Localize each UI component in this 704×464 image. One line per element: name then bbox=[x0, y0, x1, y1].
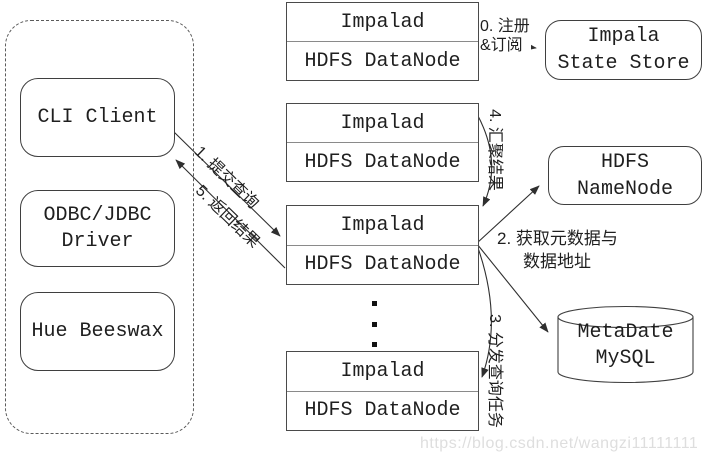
watermark: https://blog.csdn.net/wangzi11111111 bbox=[420, 435, 699, 452]
label-fetch-metadata: 2. 获取元数据与 数据地址 bbox=[497, 229, 618, 271]
hdfs-datanode-label: HDFS DataNode bbox=[304, 49, 461, 73]
cli-client-label: CLI Client bbox=[37, 105, 158, 129]
edge-return-result-arrow bbox=[175, 159, 286, 269]
hdfs-datanode-label: HDFS DataNode bbox=[304, 253, 461, 277]
cli-client-node: CLI Client bbox=[20, 78, 175, 157]
edge-to-namenode-arrow bbox=[476, 185, 540, 244]
hdfs-datanode-label: HDFS DataNode bbox=[304, 150, 461, 174]
edge-distribute-tasks-arrow bbox=[476, 244, 492, 378]
namenode-label-line1: HDFS bbox=[600, 150, 649, 174]
edge-to-mysql-arrow bbox=[476, 243, 549, 333]
impalad-label: Impalad bbox=[287, 3, 478, 42]
label-register-subscribe: 0. 注册 &订阅 bbox=[479, 17, 531, 55]
label-aggregate-result: 4. 汇聚结果 bbox=[486, 109, 503, 191]
database-cylinder-shape bbox=[557, 305, 694, 384]
impalad-pair-2: Impalad HDFS DataNode bbox=[286, 103, 479, 182]
hdfs-namenode-node: HDFS NameNode bbox=[548, 146, 702, 205]
impalad-pair-1: Impalad HDFS DataNode bbox=[286, 2, 479, 81]
state-store-label-line1: Impala bbox=[587, 25, 660, 48]
hdfs-datanode-label: HDFS DataNode bbox=[304, 399, 461, 423]
edge-aggregate-result-arrow bbox=[476, 113, 493, 207]
state-store-label-line2: State Store bbox=[557, 52, 690, 75]
impalad-pair-4: Impalad HDFS DataNode bbox=[286, 351, 479, 431]
odbc-jdbc-label-line2: Driver bbox=[61, 229, 134, 253]
impalad-pair-3: Impalad HDFS DataNode bbox=[286, 205, 479, 285]
vertical-ellipsis-dot bbox=[372, 301, 377, 306]
odbc-jdbc-driver-node: ODBC/JDBC Driver bbox=[20, 190, 175, 267]
impalad-label: Impalad bbox=[287, 352, 478, 392]
vertical-ellipsis-dot bbox=[372, 342, 377, 347]
label-distribute-tasks: 3. 分发查询任务 bbox=[486, 314, 503, 428]
vertical-ellipsis-dot bbox=[372, 322, 377, 327]
edge-submit-query-arrow bbox=[173, 131, 281, 237]
impala-state-store-node: Impala State Store bbox=[545, 20, 702, 80]
hue-beeswax-label: Hue Beeswax bbox=[31, 319, 164, 343]
metadate-mysql-node: MetaDate MySQL bbox=[558, 320, 693, 372]
metadb-label-line1: MetaDate bbox=[577, 321, 674, 344]
odbc-jdbc-label-line1: ODBC/JDBC bbox=[43, 203, 152, 227]
namenode-label-line2: NameNode bbox=[576, 177, 673, 201]
impalad-label: Impalad bbox=[287, 104, 478, 143]
metadb-label-line2: MySQL bbox=[595, 347, 656, 370]
hue-beeswax-node: Hue Beeswax bbox=[20, 292, 175, 371]
client-group-container bbox=[5, 20, 194, 434]
impalad-label: Impalad bbox=[287, 206, 478, 246]
